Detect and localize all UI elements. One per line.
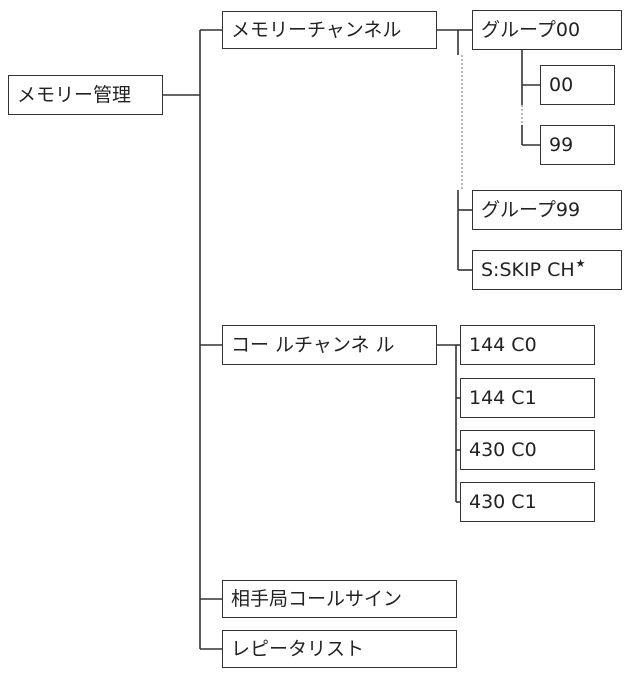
node-label: メモリー管理 — [17, 83, 132, 106]
node-label: 00 — [549, 73, 574, 96]
node-channel-00: 00 — [540, 65, 615, 105]
node-group-00: グループ00 — [472, 10, 622, 50]
node-label: 144 C0 — [469, 333, 537, 356]
node-label: グループ00 — [481, 18, 581, 41]
node-label: 430 C1 — [469, 490, 537, 513]
node-call-430-c0: 430 C0 — [460, 430, 595, 470]
node-label: 99 — [549, 133, 574, 156]
node-call-430-c1: 430 C1 — [460, 482, 595, 522]
node-label: コー ルチャンネ ル — [231, 333, 395, 356]
node-label: グループ99 — [481, 198, 581, 221]
node-group-99: グループ99 — [472, 190, 622, 230]
node-label: メモリーチャンネル — [231, 18, 402, 41]
node-memory-channel: メモリーチャンネル — [222, 11, 437, 49]
node-label: 144 C1 — [469, 386, 537, 409]
node-call-144-c1: 144 C1 — [460, 378, 595, 418]
node-partner-callsign: 相手局コールサイン — [222, 580, 457, 618]
node-call-channel: コー ルチャンネ ル — [222, 325, 437, 365]
node-label: S:SKIP CH — [481, 258, 575, 281]
node-repeater-list: レピータリスト — [222, 630, 457, 668]
root-node-memory-management: メモリー管理 — [8, 75, 163, 115]
node-call-144-c0: 144 C0 — [460, 325, 595, 365]
node-skip-ch: S:SKIP CH★ — [472, 250, 622, 290]
node-label: レピータリスト — [231, 637, 365, 660]
node-label: 相手局コールサイン — [231, 587, 403, 610]
node-channel-99: 99 — [540, 125, 615, 165]
star-mark: ★ — [575, 256, 586, 270]
node-label: 430 C0 — [469, 438, 537, 461]
